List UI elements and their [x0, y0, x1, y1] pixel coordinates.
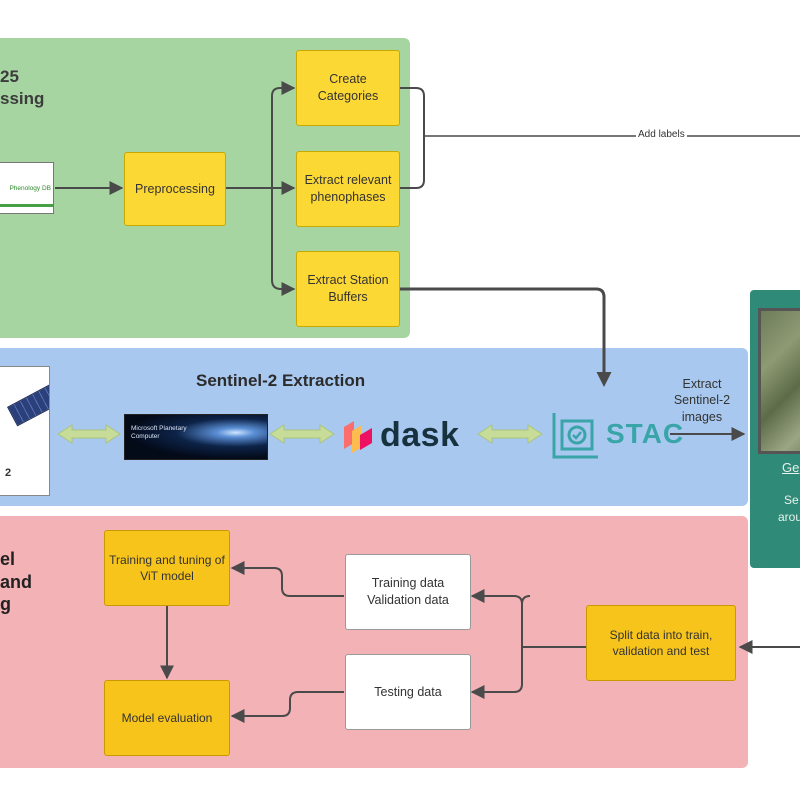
- preprocessing-node[interactable]: Preprocessing: [124, 152, 226, 226]
- stac-logo: STAC: [548, 404, 684, 464]
- testing-data-node[interactable]: Testing data: [345, 654, 471, 730]
- split-data-node[interactable]: Split data into train, validation and te…: [586, 605, 736, 681]
- geo-line-2: arou: [778, 510, 800, 524]
- geo-image: [758, 308, 800, 454]
- geo-output-panel: Ge Se arou: [750, 290, 800, 568]
- model-evaluation-node[interactable]: Model evaluation: [104, 680, 230, 756]
- phenology-db-logo: Phenology DB: [0, 162, 54, 214]
- satellite-label: 2: [5, 467, 12, 479]
- extract-phenophases-node[interactable]: Extract relevant phenophases: [296, 151, 400, 227]
- mpc-text: Microsoft Planetary Computer: [131, 425, 187, 440]
- dask-text: dask: [380, 415, 460, 454]
- sentinel-title: Sentinel-2 Extraction: [196, 371, 366, 390]
- add-labels-label: Add labels: [636, 128, 687, 141]
- satellite-panel-icon: [7, 381, 49, 427]
- stac-text: STAC: [606, 418, 685, 449]
- stac-icon: [552, 413, 598, 459]
- phenology-title: 25 ssing: [0, 67, 45, 109]
- dask-icon: [344, 421, 372, 453]
- extract-buffers-node[interactable]: Extract Station Buffers: [296, 251, 400, 327]
- microsoft-planetary-computer-logo: Microsoft Planetary Computer: [124, 414, 268, 460]
- train-val-data-node[interactable]: Training data Validation data: [345, 554, 471, 630]
- model-title: el and g: [0, 549, 33, 614]
- phenology-db-text: Phenology DB: [9, 184, 51, 192]
- create-categories-node[interactable]: Create Categories: [296, 50, 400, 126]
- geo-link-text[interactable]: Ge: [782, 460, 800, 475]
- dask-logo: dask: [340, 412, 460, 458]
- extract-sentinel-label: Extract Sentinel-2 images: [673, 377, 731, 424]
- geo-line-1: Se: [784, 493, 799, 507]
- training-tuning-node[interactable]: Training and tuning of ViT model: [104, 530, 230, 606]
- satellite-image: 2: [0, 366, 50, 496]
